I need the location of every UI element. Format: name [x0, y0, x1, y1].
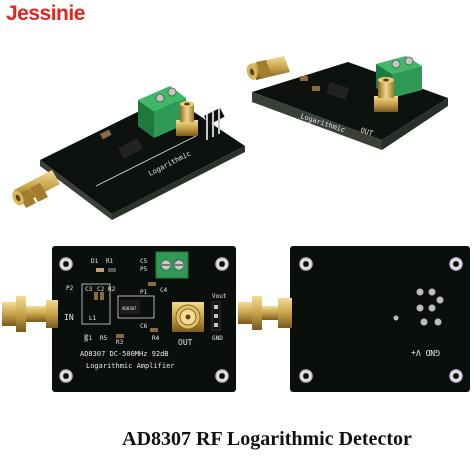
product-caption: AD8307 RF Logarithmic Detector: [122, 428, 412, 450]
silk-r2: R2: [108, 286, 116, 293]
board-angled-left: Logarithmic: [12, 86, 245, 220]
sma-connector-back: [238, 296, 292, 330]
board-back-view: GND V+: [238, 246, 470, 392]
silk-c5: C5: [140, 258, 148, 265]
sma-connector-in-right: [246, 56, 290, 80]
silk-l1: L1: [89, 315, 97, 322]
silk-subtitle: Logarithmic Amplifier: [86, 362, 175, 370]
terminal-block-left: [138, 86, 186, 138]
silk-r4: R4: [152, 335, 160, 342]
product-photo-collage: Logarithmic: [2, 56, 470, 392]
silk-c1: C1: [85, 335, 93, 342]
header-pins-left: [204, 107, 225, 140]
silk-p2: P2: [66, 285, 74, 292]
silk-chip: AD8307: [122, 306, 137, 311]
silk-r3: R3: [116, 339, 124, 346]
sma-connector-in-front: [2, 296, 58, 332]
silk-gnd: GND: [212, 335, 223, 342]
sma-connector-in-left: [12, 170, 60, 208]
board-front-view: D1 R1 C5 P5 P2 C3 C2 R2 C4 Vout IN L1 AD…: [2, 246, 236, 392]
silk-c4: C4: [160, 287, 168, 294]
silk-spec-line: AD8307 DC-500MHz 92dB: [80, 350, 169, 358]
svg-text:OUT: OUT: [359, 126, 374, 138]
silk-c2: C2: [97, 286, 105, 293]
board-angled-right: Logarithmic OUT: [246, 56, 448, 150]
header-pins-front: [211, 301, 221, 331]
silk-p5: P5: [140, 266, 148, 273]
silk-r1: R1: [106, 258, 114, 265]
sma-connector-out-front: [172, 302, 204, 332]
silk-c6: C6: [140, 323, 148, 330]
silk-back-label: GND V+: [411, 348, 440, 357]
silk-vout: Vout: [212, 293, 227, 300]
silk-in: IN: [64, 313, 74, 322]
silk-c3: C3: [85, 286, 93, 293]
terminal-block-front: [155, 251, 189, 279]
silk-out: OUT: [178, 338, 193, 347]
ad8307-chip: [120, 300, 140, 314]
solder-joints: [393, 288, 444, 326]
brand-logo: Jessinie: [6, 2, 85, 25]
mounting-holes-front: [59, 257, 229, 383]
silk-d1: D1: [91, 258, 99, 265]
sma-connector-out-right: [374, 77, 398, 112]
silk-r5: R5: [100, 335, 108, 342]
silk-p1: P1: [140, 289, 148, 296]
sma-connector-out-left: [176, 101, 198, 136]
